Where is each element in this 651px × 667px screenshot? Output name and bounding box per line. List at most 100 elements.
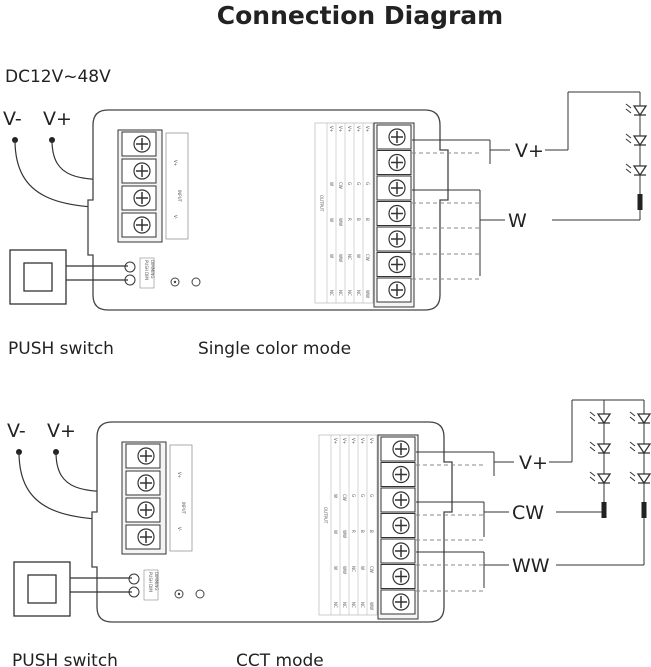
input-terminal-3-cross-icon bbox=[136, 219, 148, 231]
output-table-cell: NC bbox=[360, 602, 365, 608]
led-light-icon bbox=[625, 103, 632, 114]
output-table-cell: NC bbox=[338, 290, 343, 296]
vminus-label: V- bbox=[3, 108, 22, 130]
output-terminal-1-cross-icon bbox=[391, 156, 403, 169]
vplus-label: V+ bbox=[47, 420, 76, 442]
output-label-WW: WW bbox=[512, 555, 550, 577]
output-terminal-3-cross-icon bbox=[391, 207, 403, 220]
output-label: OUTPUT bbox=[323, 507, 328, 524]
output-table-cell: W bbox=[329, 182, 334, 186]
led-light-icon bbox=[625, 133, 632, 144]
button-hole-icon bbox=[195, 589, 205, 599]
led-light-icon bbox=[625, 163, 632, 174]
output-table-cell: W bbox=[360, 566, 365, 570]
output-table-cell: G bbox=[351, 494, 356, 497]
output-table-cell: V+ bbox=[365, 126, 370, 132]
push-switch-button bbox=[27, 574, 57, 604]
output-table-cell: W bbox=[356, 254, 361, 258]
output-table-cell: V+ bbox=[338, 126, 343, 132]
output-label-CW: CW bbox=[512, 502, 544, 524]
push-dim-label: PUSH DIM bbox=[144, 260, 149, 280]
input-terminal-1-cross-icon bbox=[140, 477, 152, 489]
output-terminal-3-cross-icon bbox=[395, 519, 407, 532]
switch-caption: PUSH switch bbox=[12, 651, 118, 667]
indicator-led-dot bbox=[177, 592, 181, 596]
push-switch bbox=[13, 561, 71, 617]
input-terminal-0-cross-icon bbox=[140, 450, 152, 462]
led-light-icon bbox=[589, 441, 596, 452]
output-table-frame bbox=[314, 122, 374, 304]
input-pin-vplus: V+ bbox=[173, 160, 178, 166]
input-pin-vplus: V+ bbox=[177, 472, 182, 478]
push-switch-button bbox=[23, 262, 53, 292]
output-table-cell: NC bbox=[329, 290, 334, 296]
output-table-cell: G bbox=[356, 182, 361, 185]
input-label: INPUT bbox=[177, 190, 182, 203]
output-table-cell: V+ bbox=[360, 438, 365, 444]
led-light-icon bbox=[629, 441, 636, 452]
input-pin-vminus: V- bbox=[177, 527, 182, 532]
output-table-cell: NC bbox=[347, 290, 352, 296]
output-table-cell: CW bbox=[338, 182, 343, 189]
output-table-cell: CW bbox=[342, 494, 347, 501]
output-terminal-2-cross-icon bbox=[395, 494, 407, 506]
output-wire-dashed bbox=[416, 564, 484, 592]
output-terminal-2-cross-icon bbox=[391, 182, 403, 194]
resistor-icon bbox=[641, 502, 647, 518]
vminus-label: V- bbox=[7, 420, 26, 442]
output-label-V+: V+ bbox=[515, 140, 544, 162]
power-label: DC12V~48V bbox=[5, 67, 111, 87]
mode-caption: CCT mode bbox=[236, 651, 324, 667]
output-table-frame bbox=[318, 434, 378, 616]
output-table-cell: WW bbox=[342, 530, 347, 538]
output-table-cell: G bbox=[347, 182, 352, 185]
led-diode-icon bbox=[596, 413, 612, 425]
push-terminal-1 bbox=[128, 573, 140, 585]
output-label-W: W bbox=[508, 210, 527, 232]
output-table: NCWWWV+NCWWWWCWV+NCNCRGV+NCWBGV+WWCWBGV+… bbox=[314, 122, 374, 304]
output-table-cell: CW bbox=[365, 254, 370, 261]
led-diode-icon bbox=[636, 413, 651, 425]
led-diode-icon bbox=[636, 473, 651, 485]
output-table-cell: NC bbox=[356, 290, 361, 296]
input-pin-vminus: V- bbox=[173, 215, 178, 220]
output-table-cell: W bbox=[329, 218, 334, 222]
output-table-cell: R bbox=[351, 530, 356, 533]
led-diode-icon bbox=[596, 443, 612, 455]
output-table-cell: B bbox=[365, 218, 370, 221]
output-table-cell: NC bbox=[351, 566, 356, 572]
input-label-strip bbox=[165, 132, 189, 240]
button-hole-icon bbox=[191, 277, 201, 287]
output-table-cell: WW bbox=[365, 290, 370, 298]
output-table-cell: V+ bbox=[351, 438, 356, 444]
output-table-cell: WW bbox=[369, 602, 374, 610]
output-terminal-0-cross-icon bbox=[395, 443, 407, 455]
output-table-cell: V+ bbox=[329, 126, 334, 132]
output-table-cell: V+ bbox=[342, 438, 347, 444]
input-terminal-1-cross-icon bbox=[136, 165, 148, 177]
output-table-cell: NC bbox=[351, 602, 356, 608]
mode-caption: Single color mode bbox=[198, 339, 351, 359]
output-terminal-5-cross-icon bbox=[391, 258, 403, 271]
led-light-icon bbox=[629, 471, 636, 482]
output-label: OUTPUT bbox=[319, 195, 324, 212]
output-table-cell: V+ bbox=[356, 126, 361, 132]
output-terminal-4-cross-icon bbox=[391, 233, 403, 245]
output-terminal-4-cross-icon bbox=[395, 545, 407, 557]
led-common-wire bbox=[571, 399, 644, 462]
led-diode-icon bbox=[632, 135, 648, 147]
output-terminal-6-cross-icon bbox=[391, 284, 403, 296]
output-table-cell: B bbox=[360, 530, 365, 533]
output-table-cell: G bbox=[369, 494, 374, 497]
output-table-cell: G bbox=[360, 494, 365, 497]
output-table-cell: R bbox=[347, 218, 352, 221]
output-table-cell: B bbox=[356, 218, 361, 221]
dimming-label-box bbox=[143, 569, 159, 601]
led-diode-icon bbox=[632, 105, 648, 117]
led-common-wire bbox=[567, 91, 640, 150]
led-light-icon bbox=[629, 411, 636, 422]
dimming-label-box bbox=[139, 257, 155, 289]
input-label: INPUT bbox=[181, 502, 186, 515]
output-table-cell: B bbox=[369, 530, 374, 533]
output-table-cell: NC bbox=[347, 254, 352, 260]
